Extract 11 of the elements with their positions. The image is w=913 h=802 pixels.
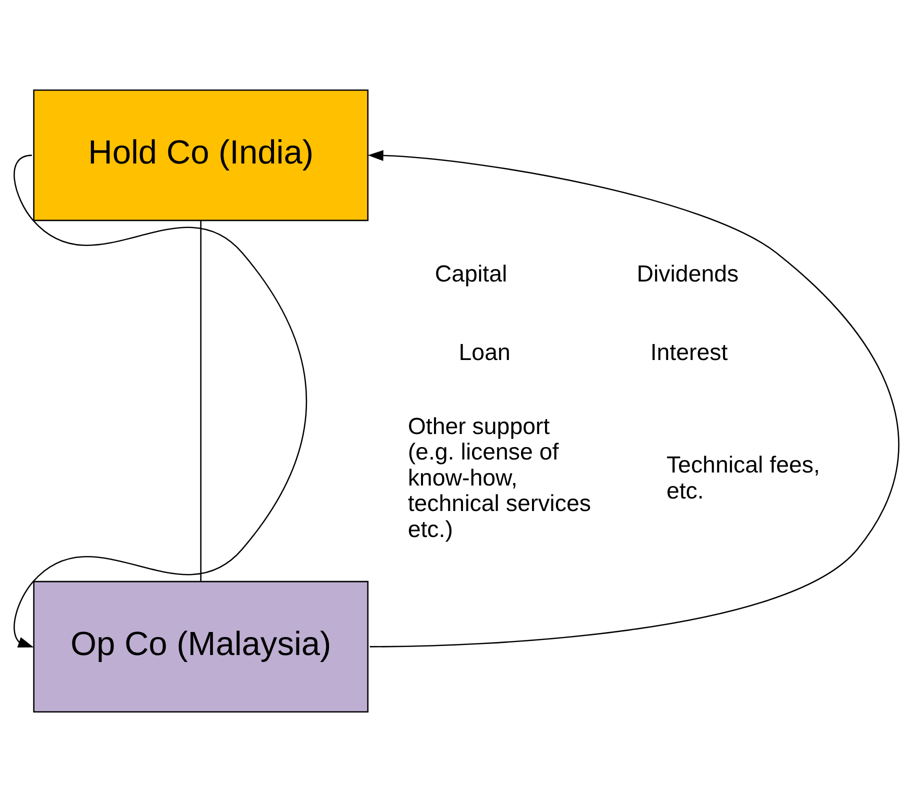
node-box: Op Co (Malaysia) [33, 580, 368, 712]
node-box: Hold Co (India) [33, 90, 368, 222]
label: Interest [650, 339, 728, 366]
label: Loan [458, 339, 510, 366]
arrow [14, 154, 307, 648]
connector [200, 220, 202, 582]
arrow [368, 150, 899, 648]
label: Other support (e.g. license of know-how, technical services etc.) [408, 412, 591, 542]
label: Capital [434, 260, 508, 287]
label: Technical fees, etc. [666, 451, 820, 504]
label: Dividends [636, 260, 739, 287]
